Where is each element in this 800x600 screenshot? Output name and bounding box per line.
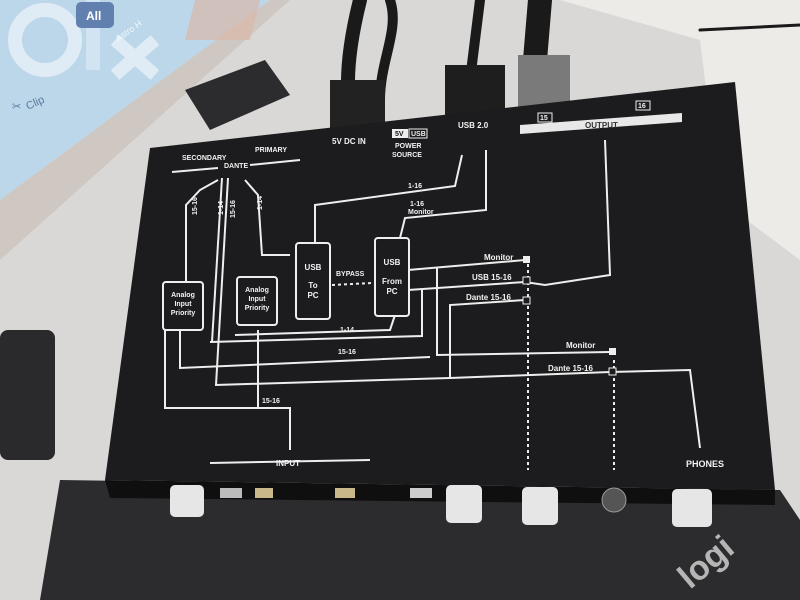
sig-input-15-16: 15-16 [262,398,280,405]
sig-1-14-primary: 1-14 [257,196,264,210]
sig-monitor-2: Monitor [408,209,434,216]
ph-monitor-label: Monitor [566,341,595,350]
usb-to-pc-block [295,242,331,320]
scissors-icon: ✂ [12,101,21,113]
front-controls[interactable] [170,485,712,527]
sig-return-1-14: 1-14 [340,327,354,334]
sig-monitor-1: 1-16 [410,201,424,208]
output-title: OUTPUT [585,121,618,130]
bypass-label: BYPASS [336,271,365,278]
phones-label: PHONES [686,459,724,469]
switch-3[interactable] [335,488,355,498]
out-monitor-label: Monitor [484,253,513,262]
dante-primary-label: PRIMARY [255,147,287,154]
dante-title: DANTE [224,163,248,170]
dark-object [0,330,55,460]
power-label-2: SOURCE [392,152,422,159]
output-ch-16: 16 [638,103,646,110]
out-dante-label: Dante 15-16 [466,293,511,302]
sig-return-15-16: 15-16 [338,349,356,356]
sig-15-16-primary: 15-16 [230,200,237,218]
xlr-plug [518,55,570,110]
stand-block [185,60,290,130]
dc-in-label: 5V DC IN [332,137,366,146]
switch-2[interactable] [255,488,273,498]
ph-dante-label: Dante 15-16 [548,364,593,373]
switch-1[interactable] [220,488,242,498]
screen-chip-group: All [76,2,114,28]
screen-chip-text: All [86,9,101,23]
phones-knob[interactable] [672,489,712,527]
input-label: INPUT [276,459,300,468]
sig-1-16: 1-16 [408,183,422,190]
power-label-1: POWER [395,143,421,150]
power-5v: 5V [395,131,404,138]
switch-4[interactable] [410,488,432,498]
usb-label: USB 2.0 [458,121,489,130]
dante-secondary-label: SECONDARY [182,155,227,162]
output-knob-2[interactable] [522,487,558,525]
analog-input-priority-block-2 [236,276,278,326]
output-ch-15: 15 [540,115,548,122]
input-knob-left[interactable] [170,485,204,517]
analog-input-priority-block-1 [162,281,204,331]
power-usb: USB [411,131,426,138]
usb-from-pc-block [374,237,410,317]
phones-jack[interactable] [601,487,627,513]
sig-15-16-secondary: 15-16 [192,197,199,215]
device-body [105,82,775,490]
output-knob-1[interactable] [446,485,482,523]
panel-print: SECONDARY PRIMARY DANTE 5V DC IN 5V USB … [162,100,724,470]
screen-chip [76,2,114,28]
sig-1-14-secondary: 1-14 [218,201,225,215]
out-usb-label: USB 15-16 [472,273,512,282]
